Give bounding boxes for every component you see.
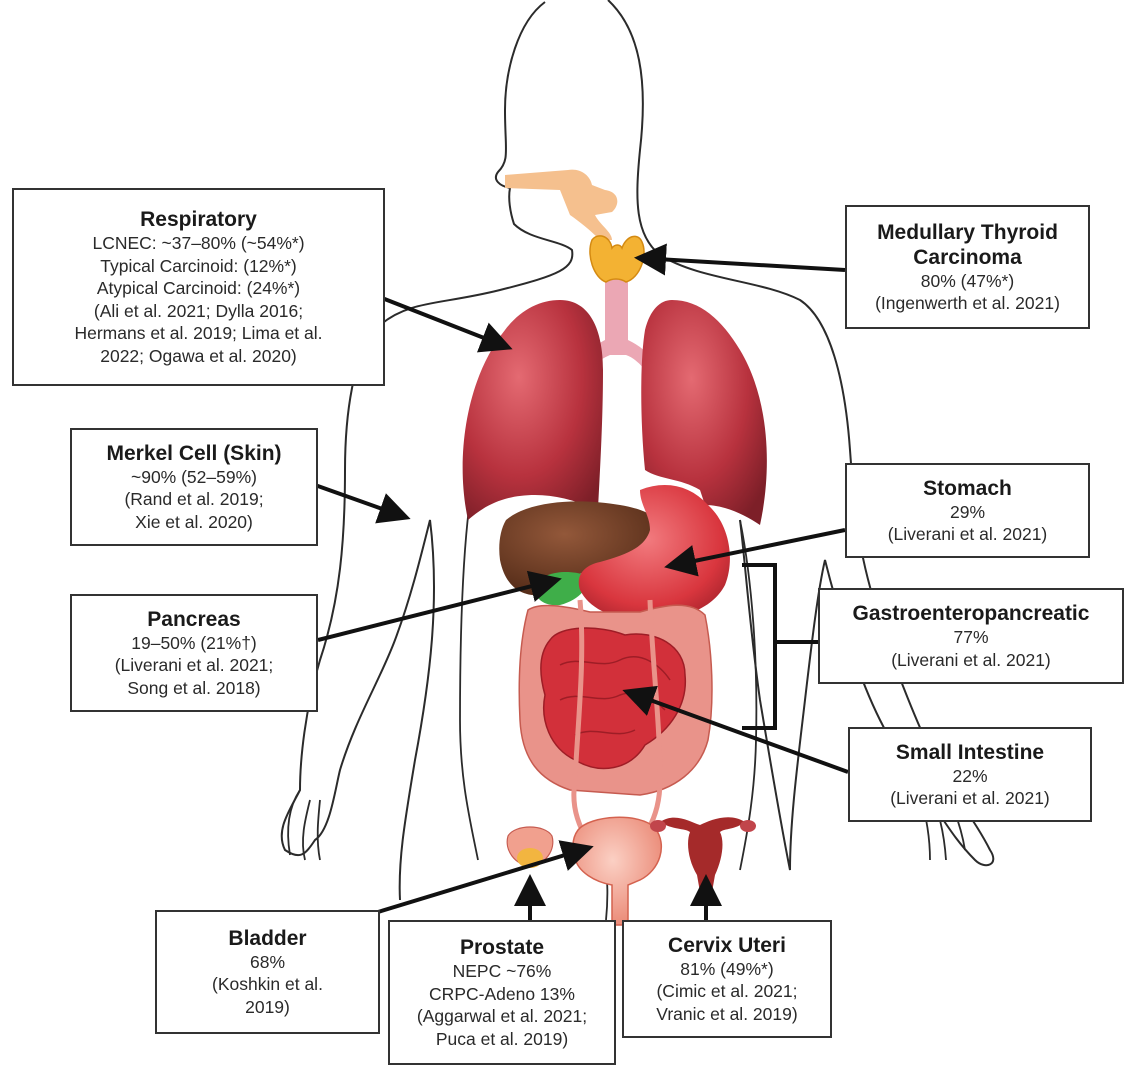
thyroid-line-1: 80% (47%*): [851, 270, 1084, 293]
small-intestine-line-2: (Liverani et al. 2021): [854, 787, 1086, 810]
prostate-line-2: CRPC-Adeno 13%: [394, 983, 610, 1006]
prostate-line-4: Puca et al. 2019): [394, 1028, 610, 1051]
stomach-line-2: (Liverani et al. 2021): [851, 523, 1084, 546]
pancreas-title: Pancreas: [76, 607, 312, 632]
pancreas-line-3: Song et al. 2018): [76, 677, 312, 700]
arrow-thyroid: [640, 258, 845, 270]
prostate-box: Prostate NEPC ~76% CRPC-Adeno 13% (Aggar…: [388, 920, 616, 1065]
gep-line-1: 77%: [824, 626, 1118, 649]
thyroid-title: Medullary Thyroid Carcinoma: [851, 220, 1084, 270]
respiratory-line-2: Typical Carcinoid: (12%*): [18, 255, 379, 278]
pancreas-line-1: 19–50% (21%†): [76, 632, 312, 655]
cervix-title: Cervix Uteri: [628, 933, 826, 958]
respiratory-line-6: 2022; Ogawa et al. 2020): [18, 345, 379, 368]
gep-line-2: (Liverani et al. 2021): [824, 649, 1118, 672]
merkel-title: Merkel Cell (Skin): [76, 441, 312, 466]
small-intestine-box: Small Intestine 22% (Liverani et al. 202…: [848, 727, 1092, 822]
bladder-line-1: 68%: [161, 951, 374, 974]
arrow-bladder: [378, 848, 588, 912]
merkel-line-2: (Rand et al. 2019;: [76, 488, 312, 511]
gep-box: Gastroenteropancreatic 77% (Liverani et …: [818, 588, 1124, 684]
small-intestine-line-1: 22%: [854, 765, 1086, 788]
prostate-line-3: (Aggarwal et al. 2021;: [394, 1005, 610, 1028]
merkel-box: Merkel Cell (Skin) ~90% (52–59%) (Rand e…: [70, 428, 318, 546]
bladder-line-3: 2019): [161, 996, 374, 1019]
small-intestine-title: Small Intestine: [854, 740, 1086, 765]
thyroid: [590, 236, 644, 282]
arrow-respiratory: [382, 298, 507, 347]
stomach-line-1: 29%: [851, 501, 1084, 524]
left-hand: [288, 790, 320, 860]
prostate-line-1: NEPC ~76%: [394, 960, 610, 983]
cervix-line-3: Vranic et al. 2019): [628, 1003, 826, 1026]
stomach-box: Stomach 29% (Liverani et al. 2021): [845, 463, 1090, 558]
torso-line-right: [740, 520, 756, 870]
respiratory-line-1: LCNEC: ~37–80% (~54%*): [18, 232, 379, 255]
merkel-line-1: ~90% (52–59%): [76, 466, 312, 489]
gep-title: Gastroenteropancreatic: [824, 601, 1118, 626]
cervix-box: Cervix Uteri 81% (49%*) (Cimic et al. 20…: [622, 920, 832, 1038]
respiratory-title: Respiratory: [18, 207, 379, 232]
bladder-title: Bladder: [161, 926, 374, 951]
pancreas-box: Pancreas 19–50% (21%†) (Liverani et al. …: [70, 594, 318, 712]
cervix-line-2: (Cimic et al. 2021;: [628, 980, 826, 1003]
respiratory-box: Respiratory LCNEC: ~37–80% (~54%*) Typic…: [12, 188, 385, 386]
respiratory-line-4: (Ali et al. 2021; Dylla 2016;: [18, 300, 379, 323]
arrow-pancreas: [318, 580, 556, 640]
thyroid-box: Medullary Thyroid Carcinoma 80% (47%*) (…: [845, 205, 1090, 329]
prostate-title: Prostate: [394, 935, 610, 960]
bladder-organ: [573, 817, 661, 925]
merkel-line-3: Xie et al. 2020): [76, 511, 312, 534]
torso-line-left: [460, 500, 478, 860]
cervix-line-1: 81% (49%*): [628, 958, 826, 981]
bladder-box: Bladder 68% (Koshkin et al. 2019): [155, 910, 380, 1034]
thyroid-line-2: (Ingenwerth et al. 2021): [851, 292, 1084, 315]
respiratory-line-3: Atypical Carcinoid: (24%*): [18, 277, 379, 300]
arrow-merkel: [315, 485, 405, 517]
respiratory-line-5: Hermans et al. 2019; Lima et al.: [18, 322, 379, 345]
stomach-title: Stomach: [851, 476, 1084, 501]
pancreas-line-2: (Liverani et al. 2021;: [76, 654, 312, 677]
left-lung: [463, 300, 603, 520]
uterus-organ: [650, 817, 756, 892]
bladder-line-2: (Koshkin et al.: [161, 973, 374, 996]
